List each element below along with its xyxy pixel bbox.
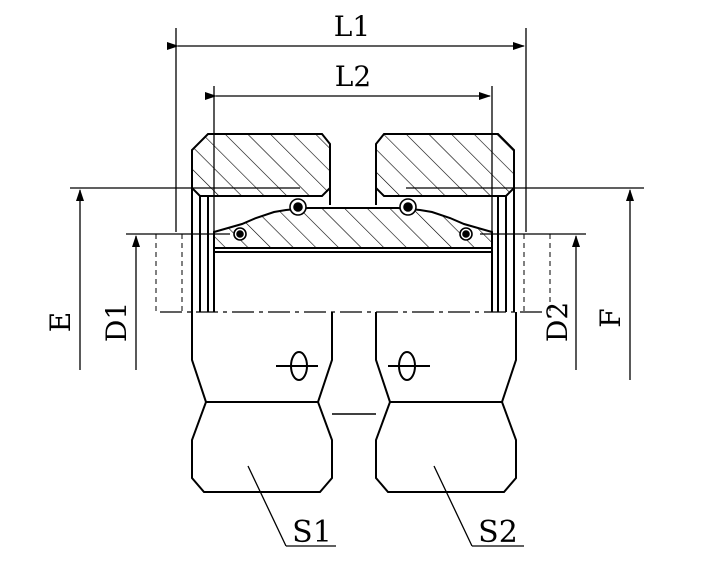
left-nut-section [191, 133, 331, 312]
label-f: F [594, 308, 627, 327]
label-l1: L1 [334, 10, 370, 43]
dimension-l1 [167, 28, 527, 232]
right-nut-section [375, 133, 515, 312]
seal-rings [233, 198, 473, 241]
label-l2: L2 [335, 60, 371, 93]
leader-s1 [247, 465, 336, 547]
leader-s2 [433, 465, 524, 547]
tube-stubs [155, 234, 551, 312]
label-d2: D2 [541, 302, 574, 342]
dimension-d1 [126, 233, 230, 370]
label-s2: S2 [478, 515, 518, 550]
label-e: E [44, 312, 77, 332]
left-nut-lower [191, 312, 333, 493]
label-s1: S1 [292, 515, 332, 550]
label-d1: D1 [100, 302, 133, 342]
right-nut-lower [375, 312, 517, 493]
central-body-section [213, 207, 493, 312]
